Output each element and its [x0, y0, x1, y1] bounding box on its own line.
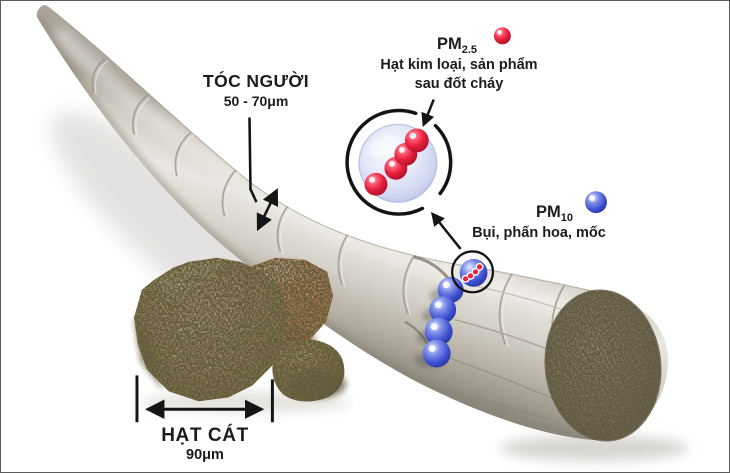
pm25-label-subscript: 2.5 — [461, 44, 478, 56]
sand-label-size: 90μm — [186, 447, 224, 463]
sand-grains — [133, 257, 347, 402]
sand-label-title: HẠT CÁT — [161, 425, 249, 446]
circled-pm10-sphere — [450, 250, 495, 294]
pm25-dot — [493, 27, 511, 45]
mini-pm25-chain — [461, 262, 484, 283]
pm25-particle-chain — [364, 128, 429, 196]
pm10-label: PM10 — [536, 203, 573, 224]
sand-grain-large — [133, 257, 288, 402]
hair-cross-section — [544, 289, 662, 442]
hair-label-size: 50 - 70μm — [223, 93, 289, 109]
hair-label-title: TÓC NGƯỜI — [203, 71, 309, 91]
pm10-description: Bụi, phấn hoa, mốc — [472, 225, 606, 241]
pm10-label-subscript: 10 — [560, 212, 573, 224]
arrow-from-pm25-text — [421, 99, 435, 128]
highlight-ring — [450, 250, 495, 294]
magnifier-circle — [345, 108, 453, 216]
pm25-description-line1: Hạt kim loại, sản phẩm — [380, 57, 538, 73]
pm25-description-line2: sau đốt cháy — [414, 76, 504, 92]
pm25-label-text: PM — [437, 35, 462, 53]
sand-grain-small — [272, 339, 347, 402]
pm25-label: PM2.5 — [437, 35, 478, 56]
pm10-label-text: PM — [536, 203, 561, 221]
hair-size-arrow — [248, 117, 279, 232]
arrow-to-magnifier — [431, 211, 462, 250]
magnifier-ring — [345, 108, 453, 216]
pm25-description: Hạt kim loại, sản phẩm sau đốt cháy — [359, 56, 559, 94]
pm10-sphere-chain — [414, 250, 495, 368]
sand-size-arrow — [135, 375, 274, 423]
pm10-dot — [585, 191, 607, 214]
